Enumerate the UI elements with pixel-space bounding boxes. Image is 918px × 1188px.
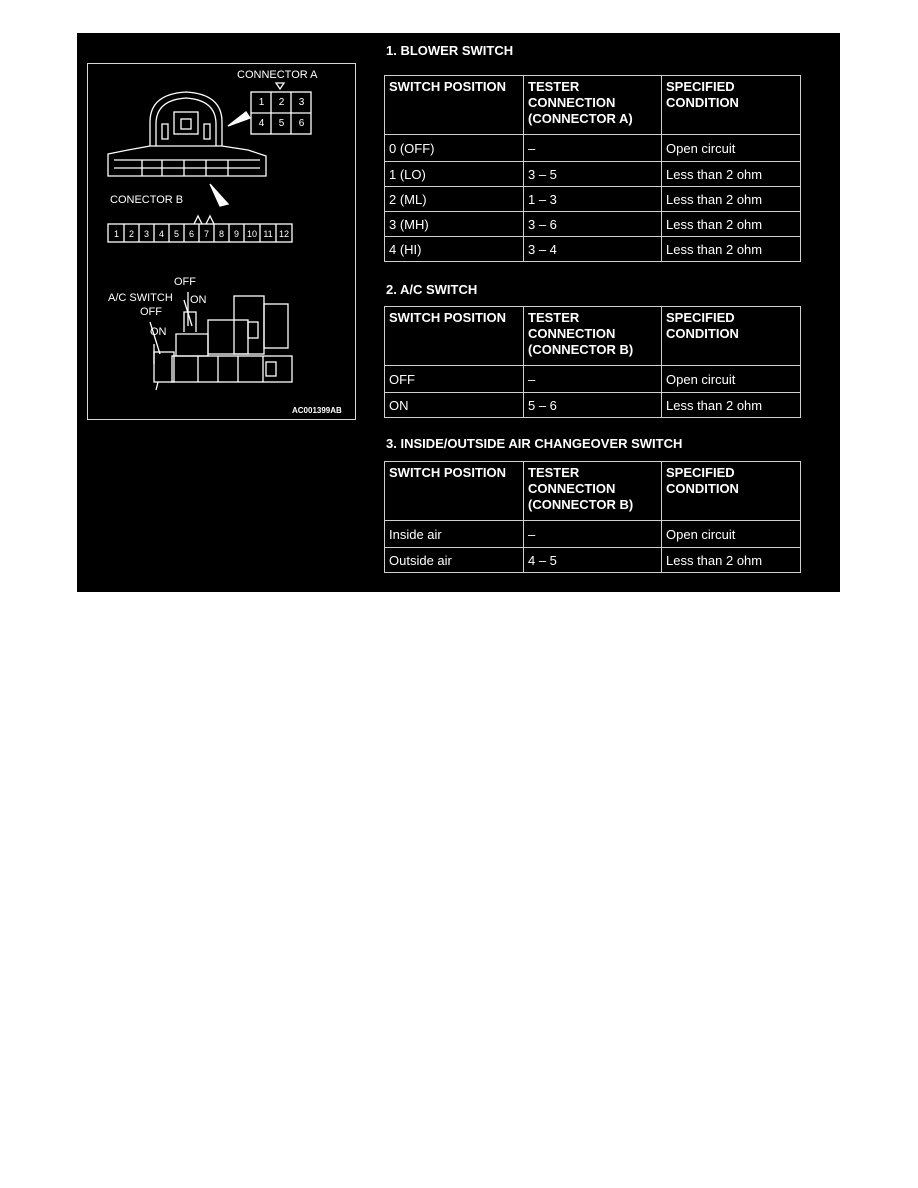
ac-switch-table: SWITCH POSITION TESTER CONNECTION (CONNE… [384,306,801,418]
cell-condition: Open circuit [661,520,801,548]
header-specified-condition: SPECIFIED CONDITION [661,461,801,521]
table-row: ON 5 – 6 Less than 2 ohm [384,392,801,418]
cell-connection: – [523,365,662,393]
table-row: 0 (OFF) – Open circuit [384,134,801,162]
on-top-label: ON [190,294,207,306]
connector-a-pin: 5 [278,118,285,129]
connector-b-pin: 11 [263,229,273,239]
connector-b-pin: 12 [278,229,289,239]
cell-condition: Less than 2 ohm [661,547,801,573]
cell-position: 0 (OFF) [384,134,524,162]
header-switch-position: SWITCH POSITION [384,75,524,135]
cell-connection: – [523,134,662,162]
blower-switch-table: SWITCH POSITION TESTER CONNECTION (CONNE… [384,75,801,262]
cell-condition: Less than 2 ohm [661,236,801,262]
header-switch-position: SWITCH POSITION [384,306,524,366]
cell-condition: Less than 2 ohm [661,161,801,187]
switch-illustration [107,82,312,391]
table-row: Outside air 4 – 5 Less than 2 ohm [384,547,801,573]
cell-position: 1 (LO) [384,161,524,187]
connector-b-pin: 2 [128,229,134,239]
ac-switch-label: A/C SWITCH [108,292,173,304]
connector-a-label: CONNECTOR A [237,69,318,81]
table-row: 2 (ML) 1 – 3 Less than 2 ohm [384,186,801,212]
off-top-label: OFF [174,276,196,288]
cell-position: ON [384,392,524,418]
section-title-ac-switch: 2. A/C SWITCH [386,282,478,297]
cell-condition: Open circuit [661,365,801,393]
cell-position: Inside air [384,520,524,548]
cell-condition: Less than 2 ohm [661,211,801,237]
header-specified-condition: SPECIFIED CONDITION [661,306,801,366]
connector-a-pin: 3 [298,97,305,108]
on-left-label: ON [150,326,167,338]
connector-b-pin: 9 [233,229,239,239]
cell-connection: 3 – 4 [523,236,662,262]
air-changeover-switch-table: SWITCH POSITION TESTER CONNECTION (CONNE… [384,461,801,573]
connector-b-pin: 10 [246,229,257,239]
header-switch-position: SWITCH POSITION [384,461,524,521]
table-row: Inside air – Open circuit [384,520,801,548]
cell-position: Outside air [384,547,524,573]
cell-condition: Less than 2 ohm [661,186,801,212]
connector-b-pin: 4 [158,229,164,239]
cell-connection: 1 – 3 [523,186,662,212]
connector-b-pin: 8 [218,229,224,239]
header-tester-connection: TESTER CONNECTION (CONNECTOR B) [523,461,662,521]
table-row: 3 (MH) 3 – 6 Less than 2 ohm [384,211,801,237]
cell-connection: 3 – 6 [523,211,662,237]
connector-b-pin: 7 [203,229,209,239]
header-specified-condition: SPECIFIED CONDITION [661,75,801,135]
cell-connection: 5 – 6 [523,392,662,418]
section-title-air-changeover-switch: 3. INSIDE/OUTSIDE AIR CHANGEOVER SWITCH [386,436,683,451]
table-row: 4 (HI) 3 – 4 Less than 2 ohm [384,236,801,262]
cell-position: OFF [384,365,524,393]
connector-b-pin: 3 [143,229,149,239]
cell-position: 2 (ML) [384,186,524,212]
connector-b-label: CONECTOR B [110,194,184,206]
cell-condition: Open circuit [661,134,801,162]
connector-a-pin: 1 [258,97,265,108]
header-tester-connection: TESTER CONNECTION (CONNECTOR A) [523,75,662,135]
connector-a-pin: 2 [278,97,285,108]
section-title-blower-switch: 1. BLOWER SWITCH [386,43,514,58]
connector-b-pin: 6 [188,229,194,239]
cell-position: 3 (MH) [384,211,524,237]
header-tester-connection: TESTER CONNECTION (CONNECTOR B) [523,306,662,366]
cell-connection: – [523,520,662,548]
figure-code: AC001399AB [292,406,342,415]
cell-position: 4 (HI) [384,236,524,262]
connector-a-pin: 4 [258,118,265,129]
connector-diagram: CONNECTOR A 1 2 3 4 5 6 CONECTOR B 1 2 3… [87,63,356,420]
cell-connection: 4 – 5 [523,547,662,573]
connector-b-pin: 1 [113,229,119,239]
off-left-label: OFF [140,306,162,318]
table-row: OFF – Open circuit [384,365,801,393]
table-header-row: SWITCH POSITION TESTER CONNECTION (CONNE… [384,306,801,366]
table-header-row: SWITCH POSITION TESTER CONNECTION (CONNE… [384,75,801,135]
cell-condition: Less than 2 ohm [661,392,801,418]
cell-connection: 3 – 5 [523,161,662,187]
connector-b-pin: 5 [173,229,179,239]
connector-a-pin: 6 [298,118,305,129]
table-row: 1 (LO) 3 – 5 Less than 2 ohm [384,161,801,187]
table-header-row: SWITCH POSITION TESTER CONNECTION (CONNE… [384,461,801,521]
